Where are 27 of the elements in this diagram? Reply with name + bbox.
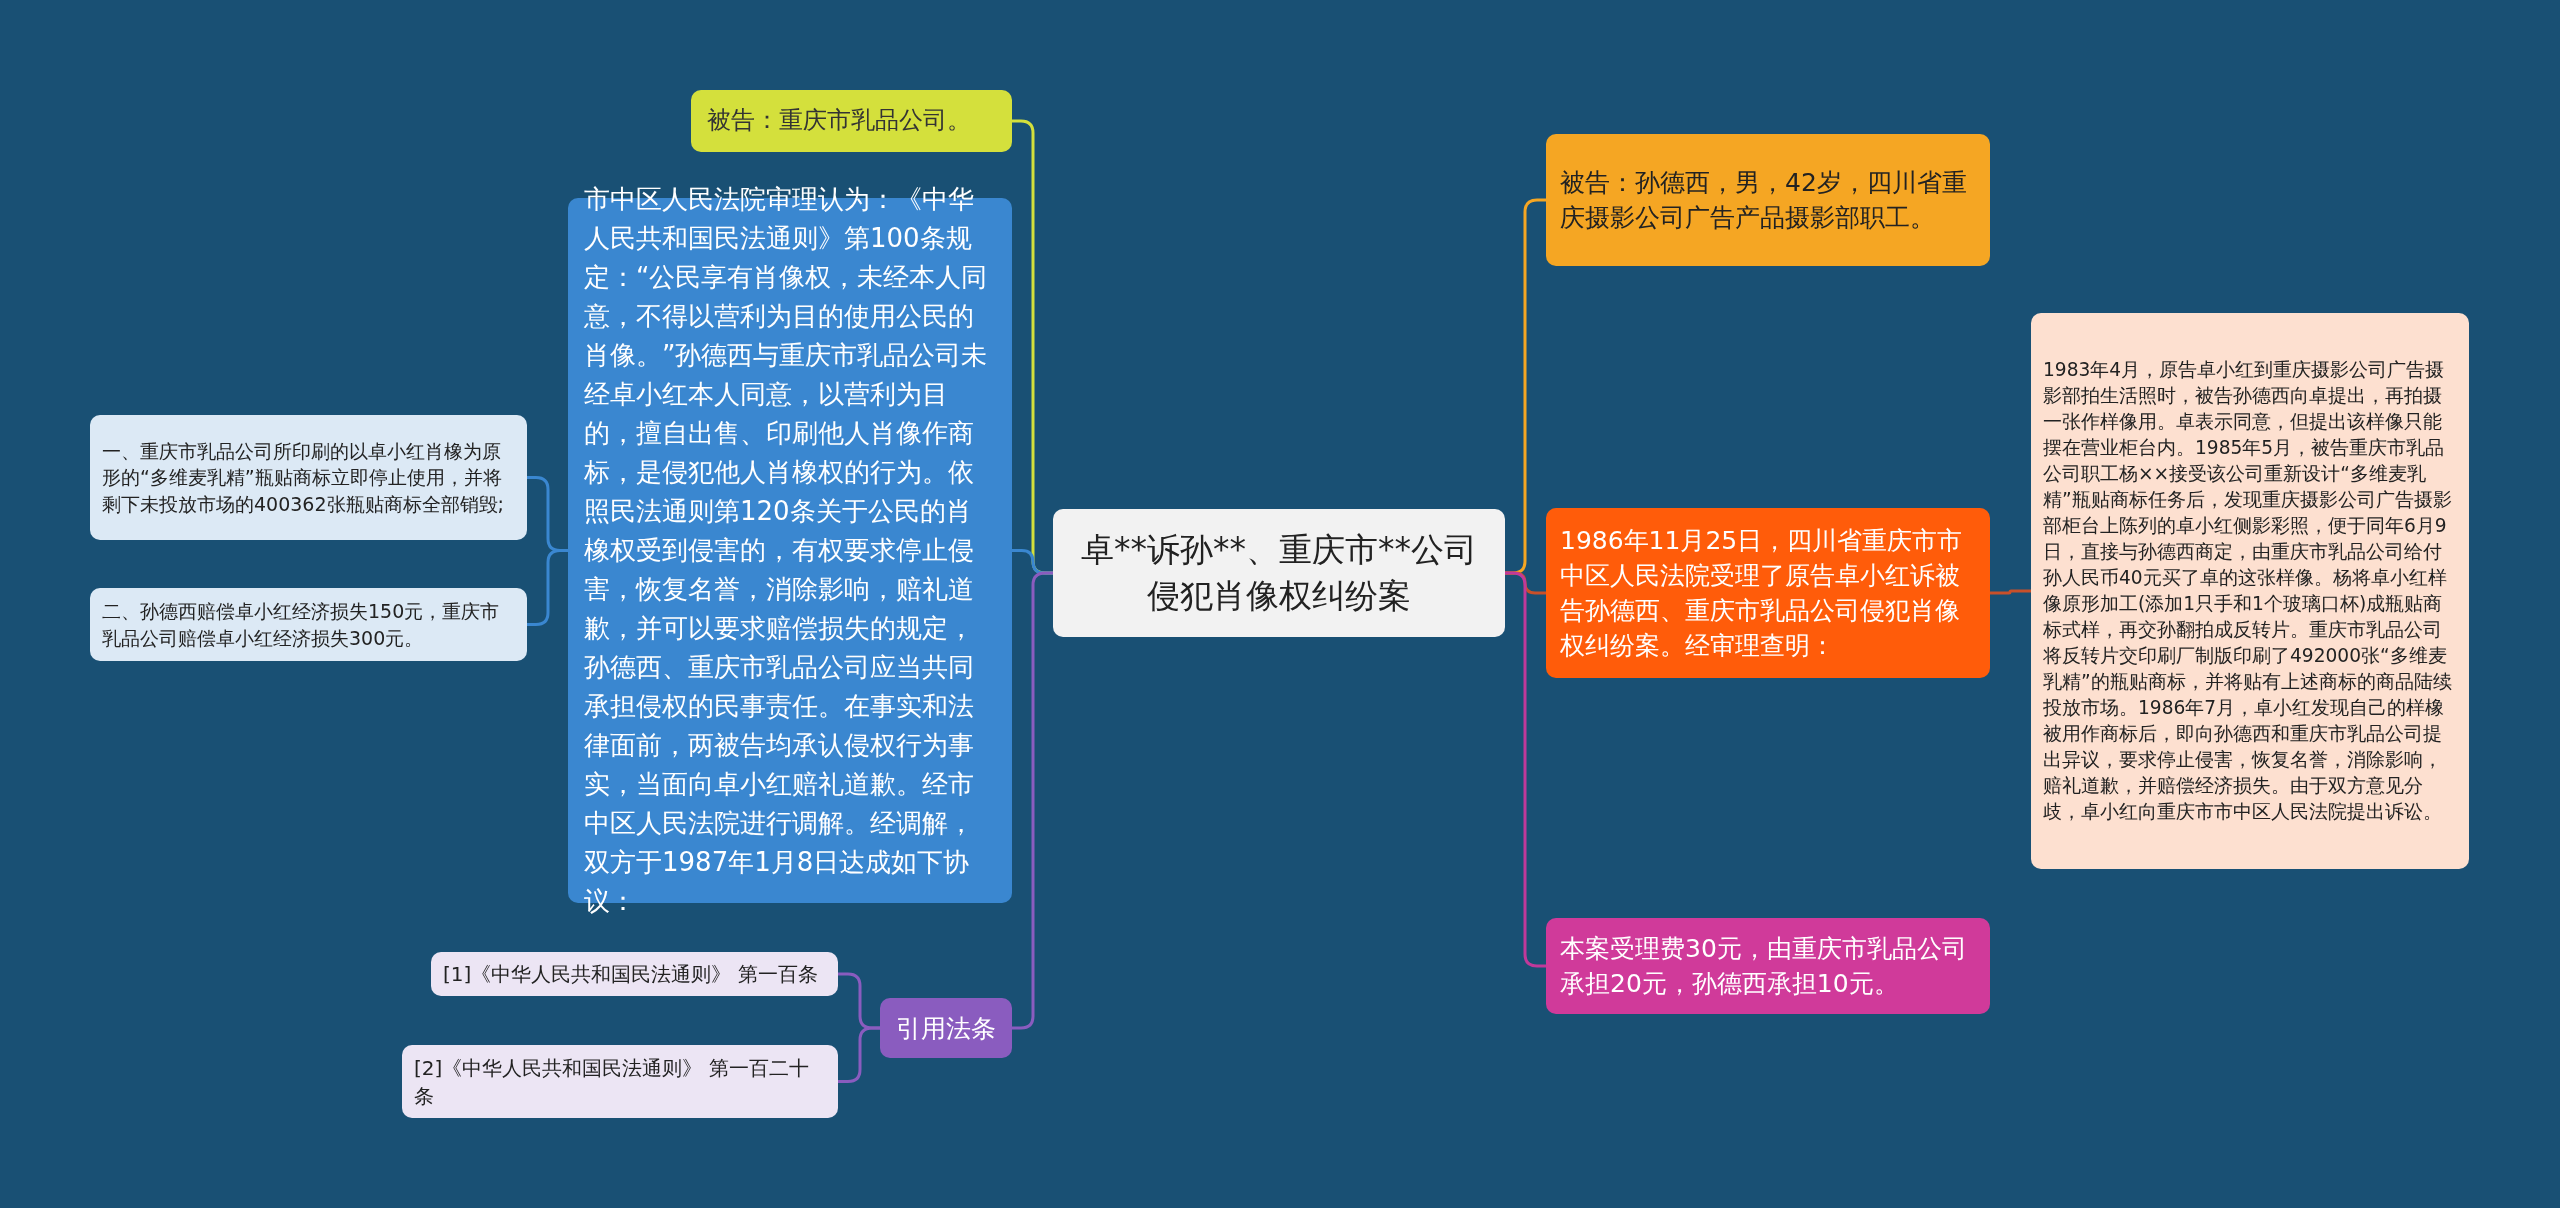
central-topic-text: 卓**诉孙**、重庆市**公司侵犯肖像权纠纷案 [1080, 528, 1478, 617]
subtopic-box [431, 952, 838, 996]
connector-line [527, 549, 568, 626]
subtopic-box [90, 415, 527, 540]
topic-text: 市中区人民法院审理认为：《中华人民共和国民法通则》第100条规定：“公民享有肖像权，未经本人同意，不得以营利为目的使用公民的肖像。”孙德西与重庆市乳品公司未经卓小红本人同意，以营利为目的，擅自出售、印刷他人肖像作商标，是侵犯他人肖橡权的行为。依照民法通则第120条关于公民的肖橡权受到侵害的，有权要求停止侵害，恢复名誉，消除影响，赔礼道歉，并可以要求赔偿损失的规定，孙德西、重庆市乳品公司应当共同承担侵权的民事责任。在事实和法律面前，两被告均承认侵权行为事实，当面向卓小红赔礼道歉。经市中区人民法院进行调解。经调解，双方于1987年1月8日达成如下协议： [584, 183, 989, 918]
topic-text: 1986年11月25日，四川省重庆市市中区人民法院受理了原告卓小红诉被告孙德西、重庆市乳品公司侵犯肖像权纠纷案。经审理查明： [1560, 525, 1964, 662]
subtopic-box [90, 588, 527, 661]
topic-text: 被告：重庆市乳品公司。 [707, 105, 972, 137]
subtopic-box [2031, 313, 2469, 869]
topic-box [880, 998, 1012, 1058]
topic-box [1546, 134, 1990, 266]
subtopic-box [402, 1045, 838, 1118]
topic-text: 引用法条 [895, 1012, 997, 1045]
connector-line [1012, 571, 1053, 1030]
connector-line [1505, 571, 1546, 968]
connector-line [1990, 589, 2031, 595]
topic-text: [1]《中华人民共和国民法通则》 第一百条 [443, 961, 819, 988]
topic-box [1546, 918, 1990, 1014]
central-topic-box [1053, 509, 1505, 637]
topic-box [1546, 508, 1990, 678]
topic-text: [2]《中华人民共和国民法通则》 第一百二十条 [414, 1054, 810, 1110]
topic-text: 本案受理费30元，由重庆市乳品公司承担20元，孙德西承担10元。 [1560, 933, 1968, 1000]
topic-box [691, 90, 1012, 152]
topic-text: 被告：孙德西，男，42岁，四川省重庆摄影公司广告产品摄影部职工。 [1560, 167, 1968, 234]
topic-text: 二、孙德西赔偿卓小红经济损失150元，重庆市乳品公司赔偿卓小红经济损失300元。 [102, 598, 501, 651]
topic-text: 一、重庆市乳品公司所印刷的以卓小红肖橡为原形的“多维麦乳精”瓶贴商标立即停止使用，并将剩下未投放市场的400362张瓶贴商标全部销毁; [102, 438, 505, 517]
topic-text: 1983年4月，原告卓小红到重庆摄影公司广告摄影部拍生活照时，被告孙德西向卓提出，再拍摄一张作样像用。卓表示同意，但提出该样像只能摆在营业柜台内。1985年5月，被告重庆市乳品公司职工杨××接受该公司重新设计“多维麦乳精”瓶贴商标任务后，发现重庆摄影公司广告摄影部柜台上陈列的卓小红侧影彩照，便于同年6月9日，直接与孙德西商定，由重庆市乳品公司给付孙人民币40元买了卓的这张样像。杨将卓小红样像原形加工(添加1只手和1个玻璃口杯)成瓶贴商标式样，再交孙翻拍成反转片。重庆市乳品公司将反转片交印刷厂制版印刷了492000张“多维麦乳精”的瓶贴商标，并将贴有上述商标的商品陆续投放市场。1986年7月，卓小红发现自己的样橡被用作商标后，即向孙德西和重庆市乳品公司提出异议，要求停止侵害，恢复名誉，消除影响，赔礼道歉，并赔偿经济损失。由于双方意见分歧，卓小红向重庆市市中区人民法院提出诉讼。 [2043, 357, 2453, 825]
